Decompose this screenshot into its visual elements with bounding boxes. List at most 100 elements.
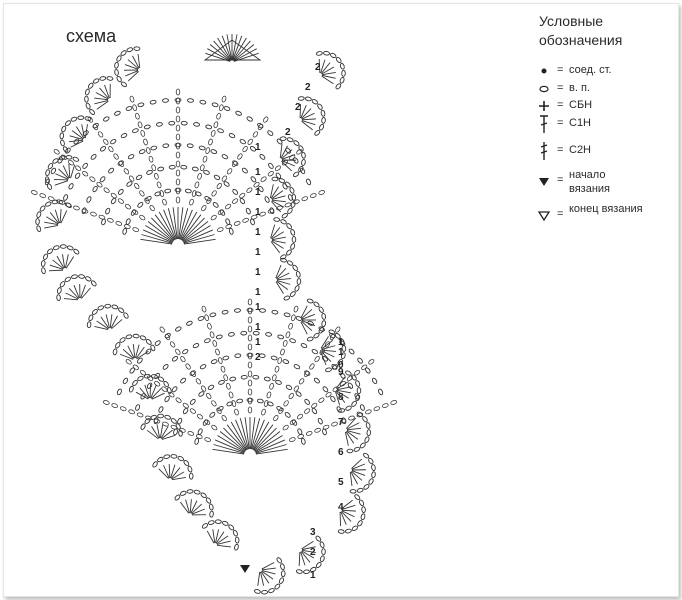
dc-stitch [209, 44, 231, 62]
dc-stitch [271, 190, 284, 200]
dc-stitch [79, 284, 81, 298]
chain-stitch [162, 364, 169, 370]
dc-stitch [205, 52, 231, 62]
chain-stitch [205, 497, 212, 504]
scallop-fan [300, 298, 327, 342]
scallop-fan [279, 136, 306, 178]
chain-stitch [150, 414, 157, 420]
dc-stitch [320, 59, 326, 74]
chain-stitch [92, 123, 99, 131]
chain-stitch [140, 130, 146, 137]
chain-stitch [226, 401, 234, 407]
chain-stitch [339, 76, 345, 84]
chain-stitch [103, 400, 110, 405]
dc-stitch [146, 429, 159, 440]
dc-stitch [185, 499, 190, 514]
chain-stitch [175, 88, 181, 96]
dc-stitch [56, 255, 65, 269]
dc-stitch [217, 37, 232, 61]
chain-stitch [45, 176, 50, 184]
chain-stitch [87, 82, 94, 89]
chain-stitch [293, 305, 299, 313]
chain-stitch [322, 424, 330, 430]
chain-stitch [208, 503, 214, 511]
chain-stitch [196, 413, 204, 420]
chain-stitch [137, 202, 144, 208]
dc-stitch [109, 83, 111, 98]
dc-stitch [62, 254, 66, 269]
chain-stitch [65, 202, 72, 208]
chain-stitch [42, 253, 49, 261]
dc-stitch [275, 264, 282, 279]
dc-stitch [183, 229, 214, 244]
dc-stitch [96, 320, 109, 330]
dc-stitch [281, 154, 296, 160]
oval-icon [539, 85, 549, 93]
scallop-fan [349, 452, 376, 494]
chain-stitch [117, 188, 124, 195]
dc-stitch [142, 229, 173, 244]
chain-stitch [113, 153, 119, 160]
chain-stitch [366, 429, 372, 437]
chain-stitch [390, 400, 397, 405]
chain-stitch [116, 55, 122, 62]
dc-stitch [261, 570, 276, 575]
picture-frame [3, 3, 679, 597]
chain-stitch [293, 199, 300, 205]
chain-stitch [321, 312, 327, 320]
dc-stitch [214, 439, 245, 454]
chain-stitch [286, 260, 294, 266]
chain-stitch [247, 352, 253, 360]
dc-stitch [181, 217, 205, 242]
dc-stitch [219, 431, 246, 452]
dc-stitch [340, 511, 347, 525]
dc-stitch [301, 540, 314, 550]
chain-stitch [178, 429, 183, 437]
dc-stitch [223, 427, 247, 452]
chain-stitch [39, 205, 46, 212]
dc-stitch [271, 236, 286, 241]
chain-stitch [201, 523, 209, 529]
chain-stitch [111, 304, 119, 310]
chain-stitch [236, 398, 244, 404]
chain-stitch [224, 203, 232, 210]
chain-stitch [154, 380, 161, 387]
chain-stitch [225, 224, 232, 229]
chain-stitch [359, 404, 365, 411]
chain-stitch [180, 356, 186, 363]
chain-stitch [247, 325, 253, 333]
chain-stitch [92, 185, 98, 193]
chain-stitch [59, 132, 65, 140]
chain-stitch [355, 380, 361, 387]
dc-stitch [300, 551, 311, 563]
chain-stitch [162, 143, 170, 148]
chain-stitch [268, 588, 275, 594]
dc-stitch [335, 391, 341, 406]
dc-stitch [276, 272, 290, 280]
chain-stitch [211, 102, 219, 108]
chain-stitch [202, 155, 208, 163]
chain-stitch [211, 424, 218, 431]
chain-stitch [82, 170, 89, 177]
chain-stitch [331, 364, 338, 370]
chain-stitch [139, 190, 145, 197]
dc-stitch [351, 463, 366, 470]
chain-stitch [357, 357, 363, 364]
dc-stitch [170, 464, 176, 479]
chain-stitch [226, 168, 233, 175]
chain-stitch [228, 228, 234, 235]
dc-stitch [226, 34, 233, 61]
chain-stitch [332, 386, 339, 392]
dc-stitch [144, 384, 150, 399]
chain-stitch [64, 276, 71, 283]
chain-stitch [280, 348, 285, 356]
dc-stitch [279, 144, 283, 159]
chain-stitch [105, 207, 111, 215]
chain-stitch [194, 181, 200, 189]
chain-stitch [337, 529, 345, 534]
chain-stitch [125, 106, 133, 111]
dc-stitch [81, 124, 85, 139]
scallop-fan [320, 329, 347, 373]
chain-stitch [305, 431, 313, 436]
legend-label: соед. ст. [569, 64, 612, 76]
